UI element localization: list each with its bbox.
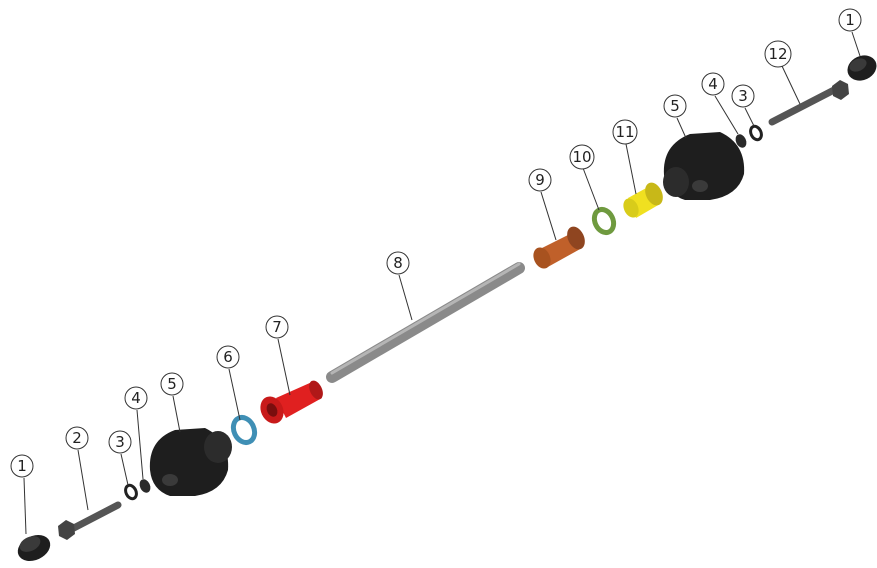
callout-12: 12 (764, 40, 801, 105)
callout-label: 7 (272, 318, 282, 336)
part-7-red-bushing (260, 380, 323, 424)
callout-3-left: 3 (108, 430, 132, 486)
callouts: 1 2 3 4 5 6 7 (10, 8, 862, 535)
part-3-washer-left (124, 483, 138, 501)
callout-10: 10 (569, 144, 600, 211)
callout-5-right: 5 (663, 94, 687, 139)
part-6-blue-washer (230, 414, 258, 446)
callout-1-left: 1 (10, 454, 34, 535)
callout-5-left: 5 (160, 372, 184, 433)
callout-label: 4 (708, 75, 718, 93)
callout-label: 8 (393, 254, 403, 272)
callout-label: 12 (768, 45, 787, 63)
callout-6: 6 (216, 345, 241, 421)
part-2-bolt (58, 501, 122, 540)
part-3-washer-right (749, 124, 763, 142)
callout-label: 11 (615, 123, 634, 141)
callout-4-right: 4 (701, 72, 739, 135)
callout-label: 5 (167, 375, 177, 393)
callout-7: 7 (265, 315, 291, 396)
callout-label: 1 (17, 457, 27, 475)
callout-4-left: 4 (124, 386, 148, 480)
callout-label: 6 (223, 348, 233, 366)
part-12-bolt (768, 80, 849, 126)
part-4-nut-left (139, 479, 151, 493)
callout-label: 4 (131, 389, 141, 407)
callout-9: 9 (528, 168, 557, 241)
callout-label: 10 (572, 148, 591, 166)
callout-3-right: 3 (731, 84, 755, 127)
callout-1-right: 1 (838, 8, 862, 57)
callout-11: 11 (612, 119, 638, 195)
callout-label: 9 (535, 171, 545, 189)
part-1-right-end-cap (847, 55, 877, 81)
part-11-yellow-bushing (623, 182, 663, 218)
callout-2: 2 (65, 426, 89, 511)
part-5-housing-right (663, 132, 745, 200)
callout-8: 8 (386, 251, 413, 321)
callout-label: 2 (72, 429, 82, 447)
callout-label: 3 (115, 433, 125, 451)
callout-label: 3 (738, 87, 748, 105)
callout-label: 1 (845, 11, 855, 29)
part-8-long-rod (326, 262, 525, 383)
callout-label: 5 (670, 97, 680, 115)
part-4-nut-right (735, 134, 747, 148)
part-9-copper-bushing (533, 226, 585, 269)
part-1-left-end-cap (17, 534, 51, 562)
part-5-housing-left (149, 428, 232, 496)
part-10-green-ring (591, 206, 617, 236)
